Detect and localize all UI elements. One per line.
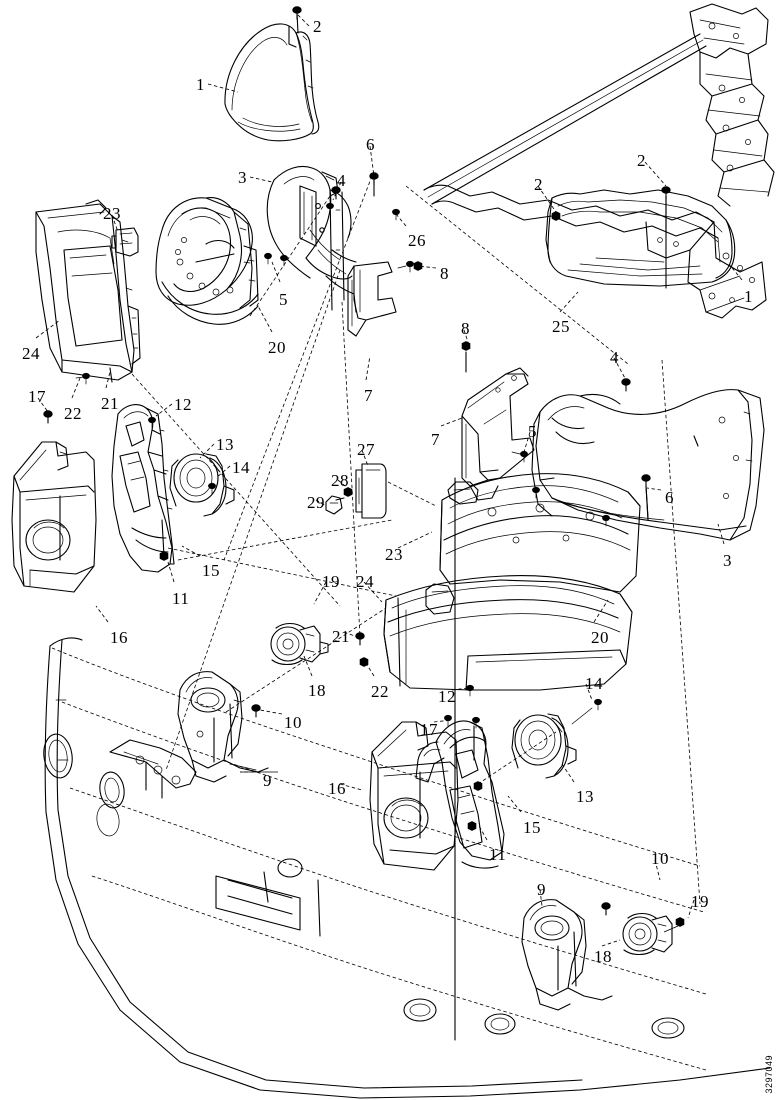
callout-9: 9: [537, 880, 546, 899]
callout-27: 27: [357, 440, 375, 459]
callout-28: 28: [331, 471, 349, 490]
callout-5: 5: [279, 290, 288, 309]
part-9-right-bracket: [521, 899, 613, 1011]
part-main-bumper-assembly: [43, 637, 771, 1099]
callout-10: 10: [651, 849, 669, 868]
callout-3: 3: [238, 168, 247, 187]
callout-21: 21: [332, 627, 350, 646]
part-1-right-fender-shield: [545, 186, 736, 287]
callout-7: 7: [364, 386, 373, 405]
callout-4: 4: [337, 171, 346, 190]
callout-2: 2: [313, 17, 322, 36]
part-11-left-knuckle: [111, 404, 175, 573]
callout-13: 13: [576, 787, 594, 806]
callout-12: 12: [174, 395, 192, 414]
part-18-right-motor: [622, 912, 685, 956]
callout-16: 16: [110, 628, 128, 647]
part-8-right-fastener: [413, 261, 423, 271]
part-18-center-motor: [270, 622, 329, 666]
callout-17: 17: [28, 387, 46, 406]
part-11-right-knuckle: [415, 714, 505, 869]
callout-11: 11: [489, 845, 507, 864]
callout-4: 4: [610, 348, 619, 367]
part-20-center-bezel: [355, 575, 633, 697]
callout-18: 18: [594, 947, 612, 966]
part-20-left-grille-shell: [155, 197, 272, 325]
callout-12: 12: [438, 687, 456, 706]
callout-8: 8: [461, 319, 470, 338]
callout-20: 20: [268, 338, 286, 357]
callout-15: 15: [523, 818, 541, 837]
part-7-right-support-panel: [461, 341, 535, 501]
callout-1: 1: [744, 287, 753, 306]
assembly-reference-lines: [131, 175, 701, 1041]
callout-8: 8: [440, 264, 449, 283]
part-23-left-clip: [111, 227, 139, 257]
callout-7: 7: [431, 430, 440, 449]
callout-17: 17: [420, 720, 438, 739]
callout-2: 2: [637, 151, 646, 170]
callout-14: 14: [232, 458, 250, 477]
callout-26: 26: [408, 231, 426, 250]
callout-23: 23: [103, 204, 121, 223]
callout-6: 6: [366, 135, 375, 154]
part-3-upper-bracket: [266, 165, 357, 313]
callout-10: 10: [284, 713, 302, 732]
callout-2: 2: [534, 175, 543, 194]
part-25-upper-rail: [392, 3, 775, 319]
callout-23: 23: [385, 545, 403, 564]
callout-16: 16: [328, 779, 346, 798]
part-16-left-bracket: [11, 441, 97, 593]
callout-18: 18: [308, 681, 326, 700]
callout-11: 11: [172, 589, 190, 608]
callout-19: 19: [691, 892, 709, 911]
part-6-upper-pin: [369, 172, 379, 197]
part-13-right-fog-lamp: [511, 698, 602, 779]
callout-9: 9: [263, 771, 272, 790]
callout-20: 20: [591, 628, 609, 647]
callout-3: 3: [723, 551, 732, 570]
callout-15: 15: [202, 561, 220, 580]
part-16-right-bracket: [369, 721, 459, 871]
drawing-id-label: 3297049: [764, 1055, 774, 1094]
callout-1: 1: [196, 75, 205, 94]
callout-6: 6: [665, 488, 674, 507]
callout-19: 19: [322, 572, 340, 591]
part-7-upper-support-panel: [347, 260, 414, 337]
part-28-29-fasteners: [325, 487, 353, 515]
callout-14: 14: [585, 674, 603, 693]
callout-22: 22: [371, 682, 389, 701]
callout-24: 24: [356, 572, 374, 591]
part-1-left-fender-shield: [224, 6, 320, 142]
part-23-center-grille-panel: [439, 473, 641, 593]
callout-25: 25: [552, 317, 570, 336]
callout-5: 5: [528, 422, 537, 441]
part-27-cylindrical-insert: [355, 463, 387, 519]
callout-24: 24: [22, 344, 40, 363]
part-13-left-fog-lamp: [169, 453, 235, 517]
callout-22: 22: [64, 404, 82, 423]
callout-13: 13: [216, 435, 234, 454]
callout-21: 21: [101, 394, 119, 413]
callout-29: 29: [307, 493, 325, 512]
part-24-headlamp-housing: [35, 199, 141, 424]
